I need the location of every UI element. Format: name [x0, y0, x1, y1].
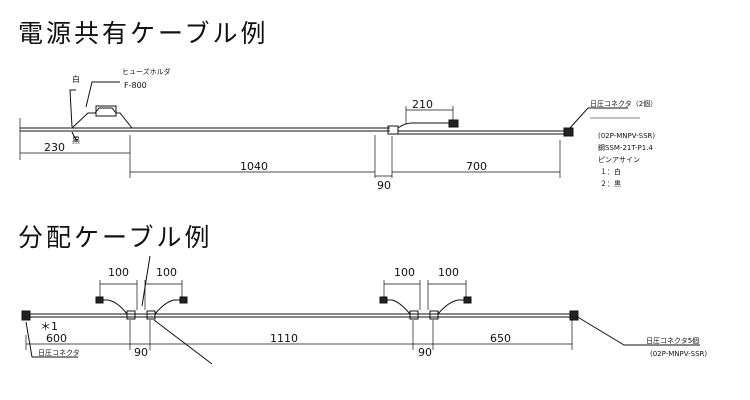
- label-pin-assign: ピンアサイン: [598, 156, 640, 164]
- dim-90: 90: [377, 179, 391, 192]
- dim-600: 600: [46, 332, 67, 345]
- dim-100-b: 100: [156, 266, 177, 279]
- label-connector-spec: (02P-MNPV-SSR): [598, 132, 655, 140]
- dim-210: 210: [412, 98, 433, 111]
- dim-1040: 1040: [240, 160, 268, 173]
- section-title-distribution-cable: 分配ケーブル例: [18, 223, 213, 252]
- note-mark: ＊1: [40, 320, 58, 333]
- label-connector: 日圧コネクタ（2個）: [590, 99, 657, 108]
- label-connector-spec-2: (02P-MNPV-SSR): [650, 350, 707, 358]
- dim-100-a: 100: [108, 266, 129, 279]
- label-fuse-holder: ヒューズホルダ: [122, 67, 171, 76]
- section-title-power-shared-cable: 電源共有ケーブル例: [18, 19, 269, 48]
- label-black: 黒: [72, 136, 80, 145]
- dim-230: 230: [44, 141, 65, 154]
- label-pin2: ２：黒: [600, 180, 621, 188]
- distribution-cable-dimensions: [25, 280, 573, 350]
- label-pin1: １：白: [600, 167, 621, 176]
- power-cable-dimensions: [19, 106, 561, 178]
- label-connector-right: 日圧コネクタ5個: [646, 336, 699, 345]
- dim-650: 650: [490, 332, 511, 345]
- power-cable-drawing: [20, 81, 640, 141]
- dim-90-a: 90: [134, 346, 148, 359]
- dim-100-d: 100: [438, 266, 459, 279]
- dim-90-b: 90: [418, 346, 432, 359]
- label-connector-left: 日圧コネクタ: [38, 348, 80, 357]
- label-fuse-model: F-800: [124, 81, 147, 90]
- label-cable-spec: 鋼SSM-21T-P1.4: [598, 143, 653, 152]
- distribution-cable-drawing: [21, 255, 700, 365]
- dim-700: 700: [466, 160, 487, 173]
- dim-100-c: 100: [394, 266, 415, 279]
- dim-1110: 1110: [270, 332, 298, 345]
- label-white: 白: [72, 74, 80, 84]
